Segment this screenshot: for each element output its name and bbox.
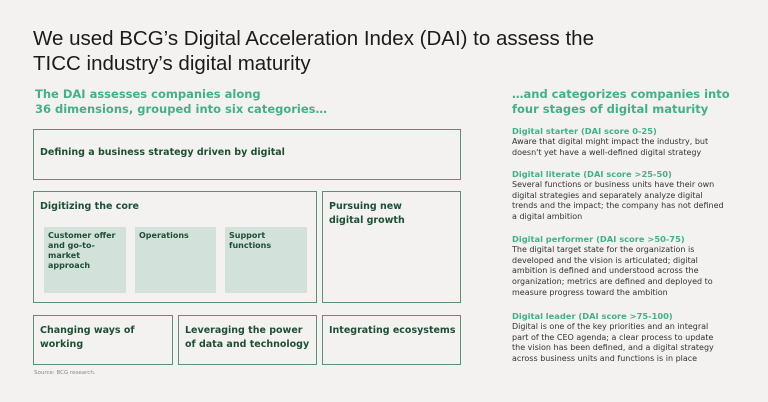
category-ecosystems: Integrating ecosystems bbox=[322, 315, 461, 365]
page-title: We used BCG’s Digital Acceleration Index… bbox=[33, 27, 594, 75]
core-item-support-functions: Support functions bbox=[225, 227, 307, 293]
stage-performer: Digital performer (DAI score >50-75) The… bbox=[512, 234, 713, 297]
category-growth: Pursuing new digital growth bbox=[322, 191, 461, 303]
core-item-customer-offer: Customer offer and go-to-market approach bbox=[44, 227, 126, 293]
source-note: Source: BCG research. bbox=[34, 370, 96, 376]
category-ways-of-working: Changing ways of working bbox=[33, 315, 173, 365]
stage-literate: Digital literate (DAI score >25-50) Seve… bbox=[512, 169, 724, 222]
right-heading: …and categorizes companies into four sta… bbox=[512, 87, 730, 116]
stage-leader: Digital leader (DAI score >75-100) Digit… bbox=[512, 311, 714, 364]
category-core: Digitizing the core Customer offer and g… bbox=[33, 191, 317, 303]
category-strategy: Defining a business strategy driven by d… bbox=[33, 129, 461, 180]
left-heading: The DAI assesses companies along 36 dime… bbox=[35, 87, 328, 116]
category-data-technology: Leveraging the power of data and technol… bbox=[178, 315, 317, 365]
core-item-operations: Operations bbox=[135, 227, 216, 293]
stage-starter: Digital starter (DAI score 0-25) Aware t… bbox=[512, 126, 709, 157]
